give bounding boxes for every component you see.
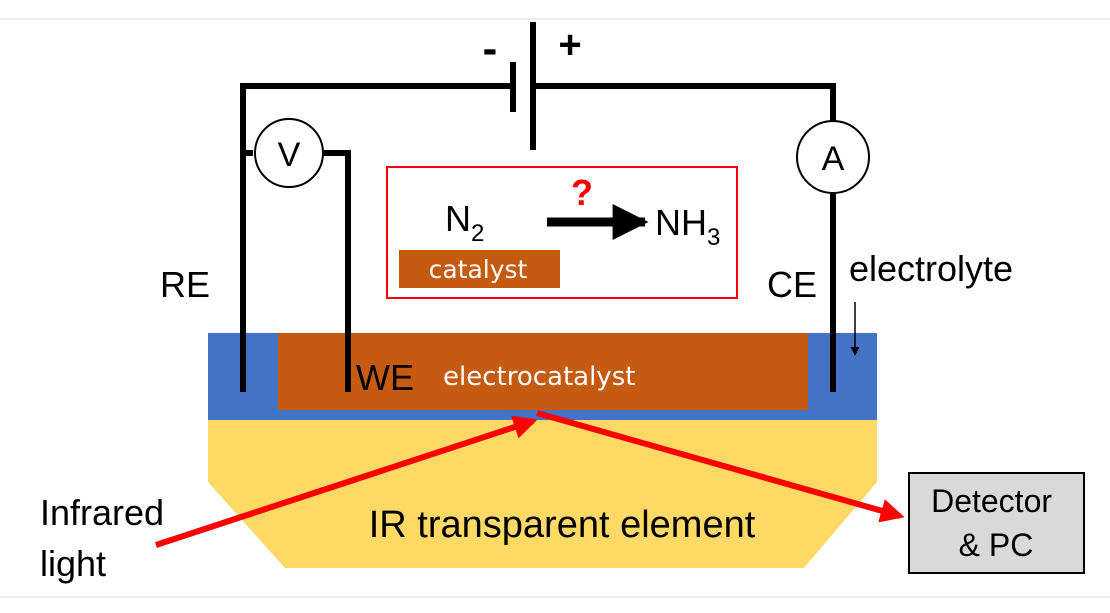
detector-box: [908, 472, 1085, 574]
reaction-question-mark: ?: [571, 172, 593, 213]
we-electrode-wire: [324, 150, 351, 392]
incident-infrared-beam: [155, 415, 538, 548]
battery-plus-sign: +: [558, 23, 581, 67]
ce-label: CE: [767, 264, 817, 305]
circuit-wire-right: [533, 83, 836, 123]
ir-transparent-element: [208, 415, 877, 568]
infrared-light-line2: light: [40, 543, 106, 584]
reaction-inset-box: [386, 166, 738, 299]
reflected-infrared-beam: [536, 410, 905, 523]
reactant-n2-main: N: [445, 198, 471, 239]
circuit-wire-left: [240, 83, 513, 392]
reactant-n2-subscript: 2: [471, 220, 484, 247]
electrolyte-label: electrolyte: [849, 248, 1013, 289]
battery-minus-sign: -: [483, 24, 498, 73]
electrocatalyst-label: electrocatalyst: [443, 362, 635, 392]
product-nh3-main: NH: [655, 202, 707, 243]
re-label: RE: [160, 264, 210, 305]
product-nh3: NH3: [655, 202, 720, 251]
electrocatalyst-layer: [278, 333, 808, 410]
we-label: WE: [356, 357, 414, 398]
infrared-light-label: Infrared light: [40, 492, 174, 584]
ammeter-label: A: [822, 140, 845, 178]
catalyst-label: catalyst: [429, 255, 528, 284]
infrared-light-line1: Infrared: [40, 492, 164, 533]
detector-label-line2: & PC: [959, 527, 1034, 563]
voltmeter-circle: [254, 118, 324, 188]
catalyst-bar: [399, 250, 560, 288]
voltmeter-label: V: [278, 136, 301, 174]
reactant-n2: N2: [445, 198, 484, 247]
ir-element-label: IR transparent element: [369, 504, 756, 546]
detector-label: Detector & PC: [931, 483, 1061, 563]
detector-label-line1: Detector: [931, 483, 1052, 519]
ammeter-circle: [796, 120, 870, 194]
product-nh3-subscript: 3: [707, 224, 720, 251]
